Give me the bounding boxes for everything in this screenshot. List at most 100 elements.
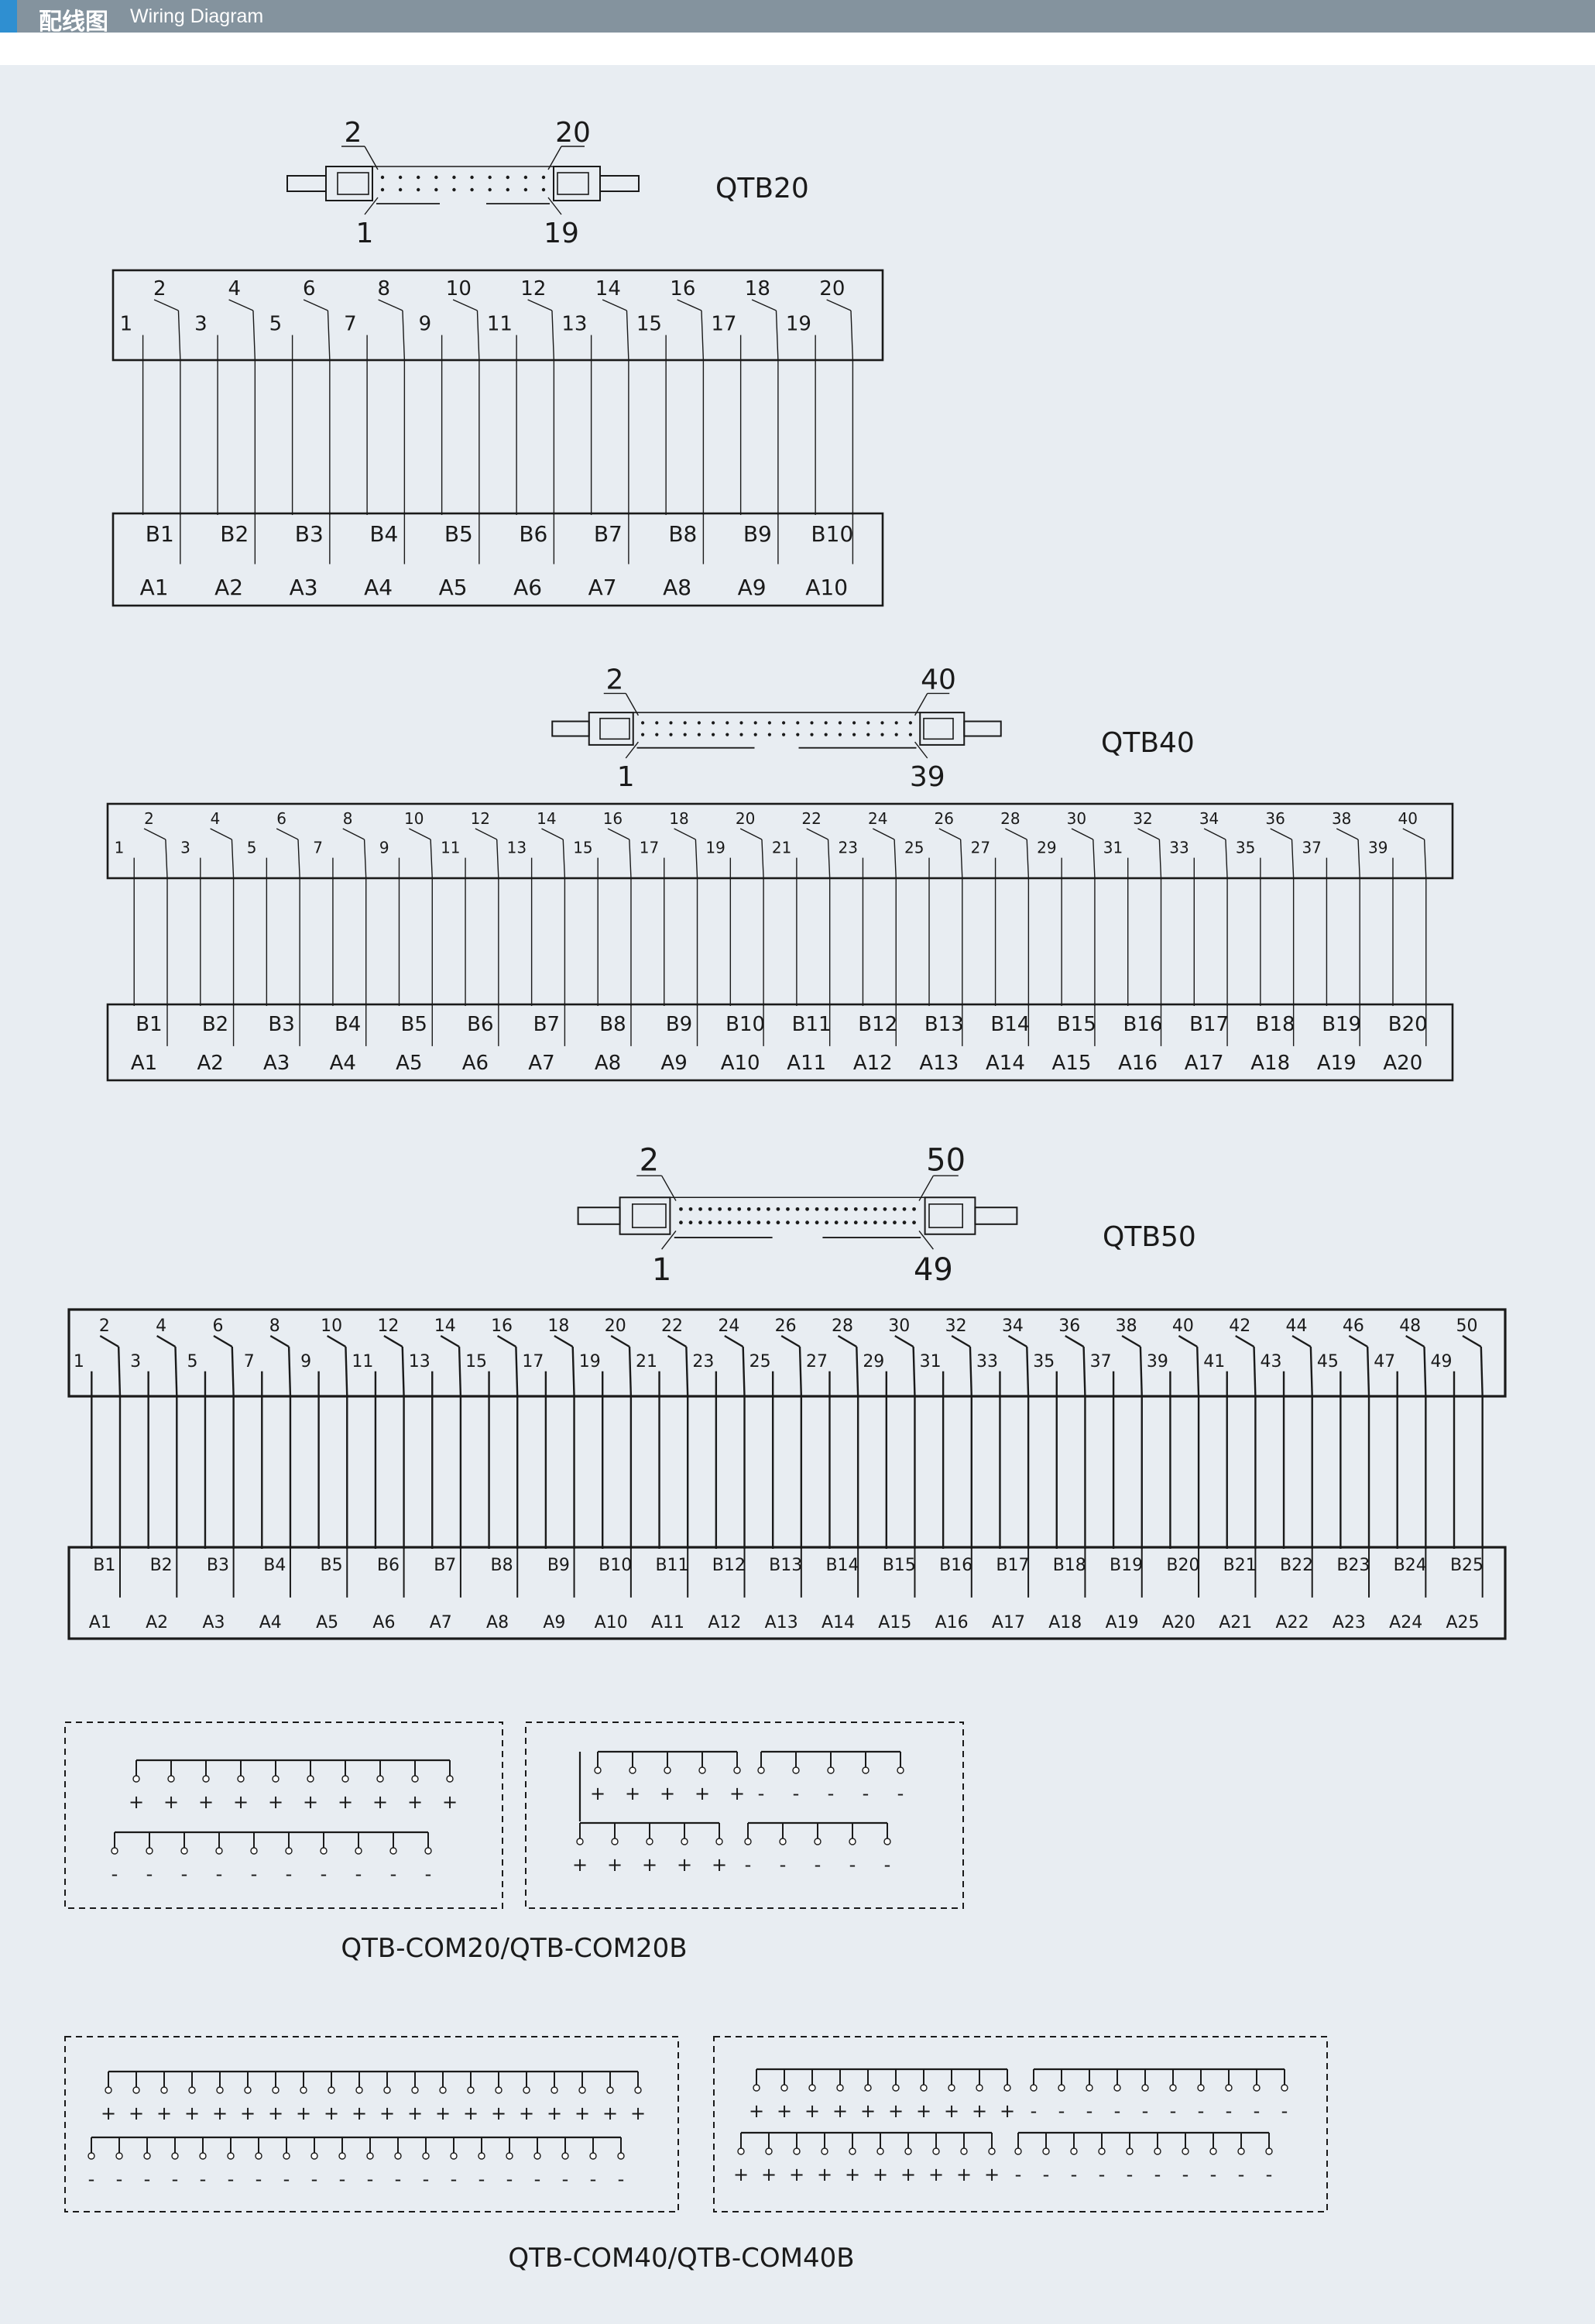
plus-sign: + <box>677 1854 692 1876</box>
connector-pin-label: 50 <box>926 1143 966 1179</box>
plus-sign: + <box>749 2100 764 2122</box>
terminal-label-b: B16 <box>939 1556 972 1575</box>
connector-pin-label: 20 <box>555 117 591 149</box>
bus-terminal-node <box>897 1766 904 1774</box>
header-pin-number-odd: 25 <box>749 1352 771 1371</box>
terminal-label-b: B8 <box>668 521 697 547</box>
minus-sign: - <box>863 1783 870 1804</box>
wire-bend <box>326 1334 347 1348</box>
wire-bend <box>1402 828 1425 840</box>
wire-bend <box>894 839 897 879</box>
terminal-label-a: A23 <box>1333 1613 1366 1632</box>
plus-sign: + <box>845 2164 860 2185</box>
connector-pin <box>679 1220 683 1225</box>
wire-bend <box>228 299 254 311</box>
terminal-label-a: A7 <box>430 1613 452 1632</box>
connector-pin <box>767 721 771 725</box>
wire-bend <box>912 1346 916 1397</box>
terminal-label-b: B7 <box>533 1013 560 1036</box>
connector-pin <box>795 1207 800 1211</box>
connector-pin <box>883 1220 887 1225</box>
header-pin-number-odd: 13 <box>507 839 527 857</box>
terminal-label-b: B6 <box>377 1556 400 1575</box>
header-pin-number-even: 8 <box>378 277 391 300</box>
minus-sign: - <box>1058 2100 1065 2122</box>
wire-bend <box>1137 828 1160 840</box>
bus-terminal-node <box>780 2084 788 2092</box>
com-caption: QTB-COM20/QTB-COM20B <box>341 1933 687 1964</box>
connector-pin <box>852 721 856 725</box>
wire-bend <box>153 299 179 311</box>
minus-sign: - <box>200 2168 207 2190</box>
terminal-label-a: A5 <box>439 575 468 600</box>
plus-sign: + <box>547 2103 562 2124</box>
bus-terminal-node <box>793 2147 801 2155</box>
header-pin-number-even: 14 <box>537 809 556 828</box>
connector-pin <box>912 1207 916 1211</box>
header-pin-number-even: 20 <box>736 809 755 828</box>
plus-sign: + <box>944 2100 959 2122</box>
connector-pin <box>641 721 645 725</box>
connector-pin <box>908 721 912 725</box>
plus-sign: + <box>660 1783 675 1804</box>
terminal-label-b: B1 <box>135 1013 162 1036</box>
terminal-label-a: A9 <box>660 1052 687 1075</box>
terminal-label-a: A1 <box>131 1052 157 1075</box>
com-box-dashed <box>713 2036 1328 2212</box>
bus-terminal-node <box>171 2152 179 2160</box>
header-pin-number-odd: 27 <box>806 1352 828 1371</box>
terminal-label-a: A14 <box>986 1052 1025 1075</box>
minus-sign: - <box>1210 2164 1217 2185</box>
minus-sign: - <box>1127 2164 1134 2185</box>
plus-sign: + <box>928 2164 944 2185</box>
plus-sign: + <box>630 2103 646 2124</box>
minus-sign: - <box>1031 2100 1038 2122</box>
connector-leader <box>914 741 928 759</box>
header-pin-number-even: 10 <box>404 809 424 828</box>
bus-terminal-node <box>355 1847 362 1855</box>
plus-sign: + <box>184 2103 200 2124</box>
connector-pin <box>824 733 828 736</box>
wire-bend <box>383 1334 403 1348</box>
header-pin-number-odd: 3 <box>130 1352 141 1371</box>
connector-pin <box>786 1207 790 1211</box>
terminal-row-box <box>111 512 884 607</box>
header-pin-number-even: 2 <box>153 277 166 300</box>
wire-bend <box>827 839 831 879</box>
header-pin-number-odd: 35 <box>1033 1352 1055 1371</box>
header-pin-number-even: 28 <box>832 1316 853 1336</box>
header-pin-number-odd: 13 <box>561 313 587 336</box>
header-pin-number-odd: 25 <box>904 839 924 857</box>
bus-terminal-node <box>227 2152 235 2160</box>
terminal-label-a: A5 <box>316 1613 338 1632</box>
connector-pin-label: 2 <box>640 1143 659 1179</box>
plus-sign: + <box>407 1791 423 1813</box>
wire-bend <box>303 299 328 311</box>
header-pin-number-even: 12 <box>377 1316 399 1336</box>
connector-pin-label: 39 <box>910 761 945 793</box>
plus-sign: + <box>733 2164 749 2185</box>
bus-terminal-node <box>167 1775 175 1783</box>
bus-terminal-node <box>1113 2084 1121 2092</box>
terminal-label-b: B4 <box>263 1556 286 1575</box>
terminal-label-b: B23 <box>1336 1556 1370 1575</box>
connector-pin <box>683 721 687 725</box>
wire-bend <box>1065 1334 1085 1348</box>
wire-bend <box>850 310 854 361</box>
terminal-label-b: B24 <box>1394 1556 1427 1575</box>
plus-sign: + <box>860 2100 876 2122</box>
connector-model-label: QTB20 <box>715 173 809 204</box>
header-pin-number-odd: 49 <box>1431 1352 1453 1371</box>
connector-pin-label: 2 <box>345 117 362 149</box>
wire-bend <box>1026 839 1030 879</box>
header-pin-number-odd: 1 <box>115 839 125 857</box>
minus-sign: - <box>144 2168 151 2190</box>
connector-pin <box>902 1220 907 1225</box>
header-pin-number-even: 6 <box>276 809 286 828</box>
header-pin-number-odd: 19 <box>786 313 811 336</box>
minus-sign: - <box>897 1783 904 1804</box>
terminal-label-a: A21 <box>1219 1613 1252 1632</box>
bus-terminal-node <box>883 1838 891 1845</box>
plus-sign: + <box>268 2103 283 2124</box>
terminal-label-b: B13 <box>769 1556 802 1575</box>
